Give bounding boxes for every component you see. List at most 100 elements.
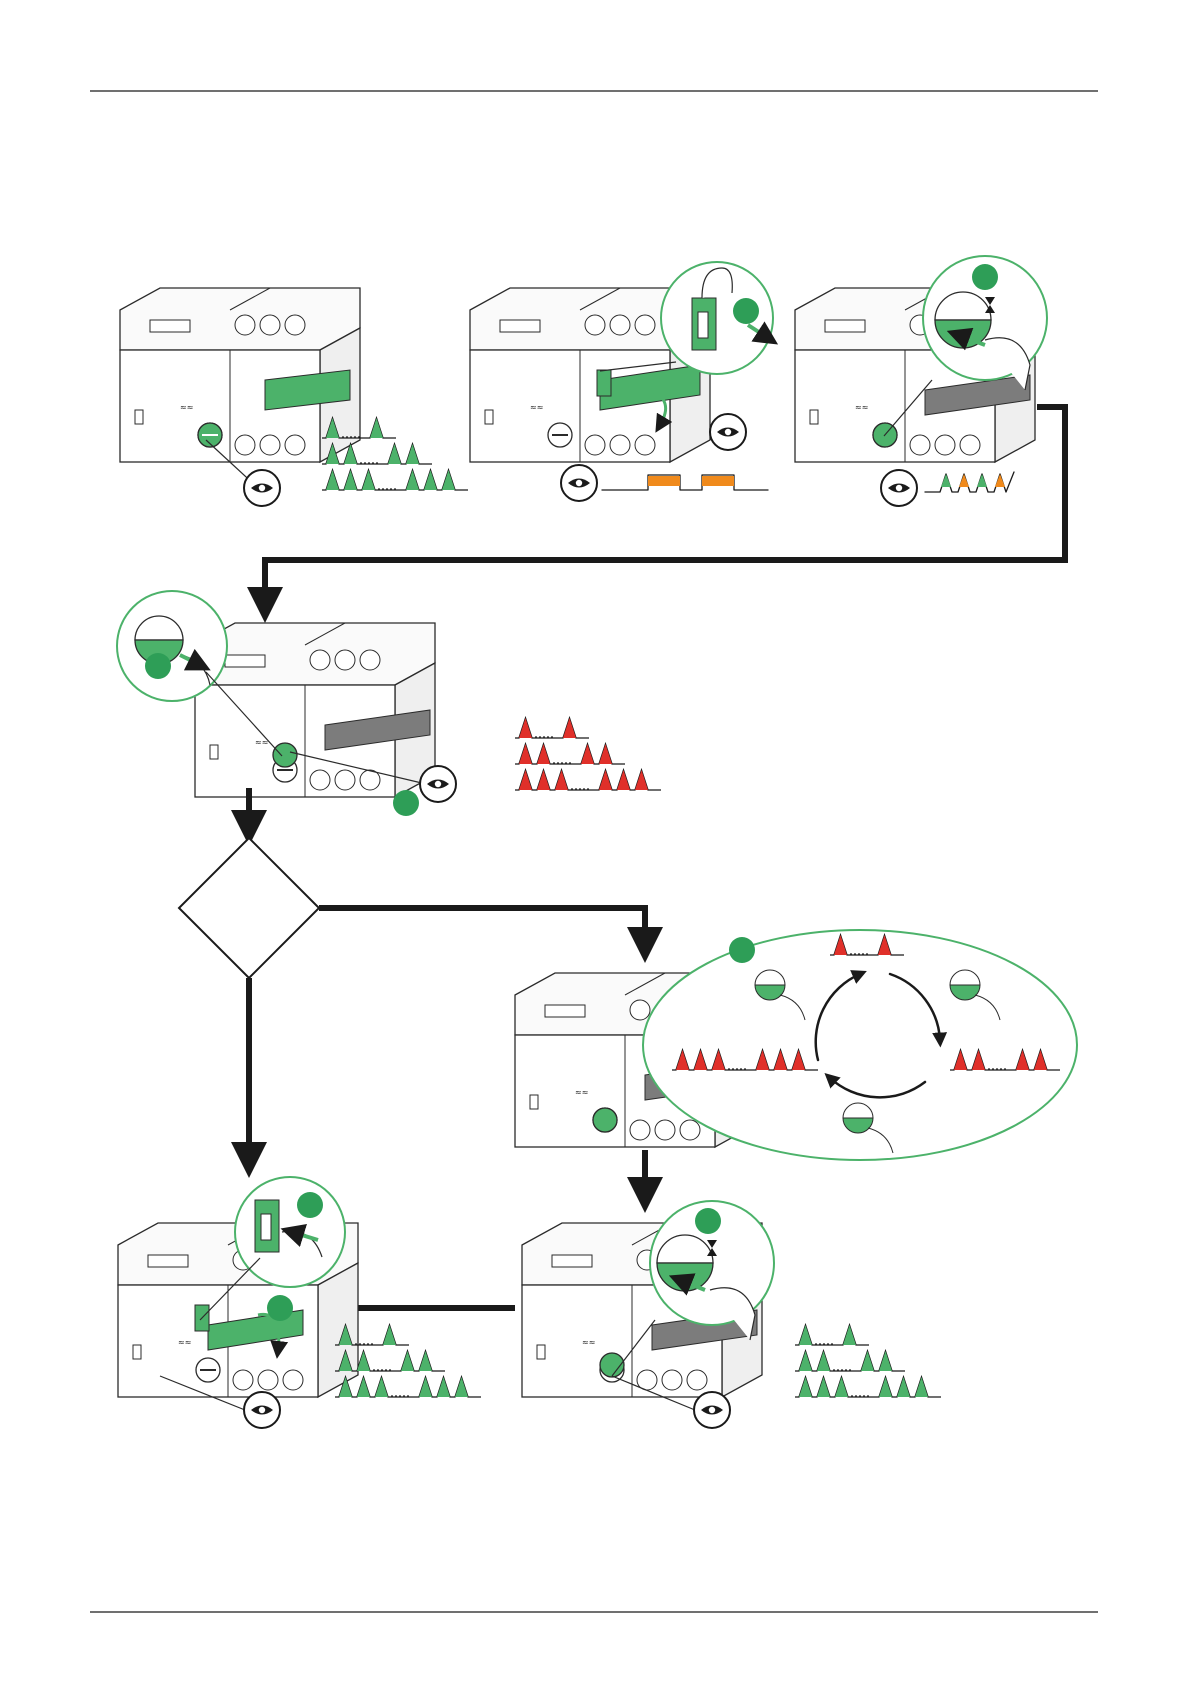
led-pulse	[897, 1377, 910, 1397]
eye-icon	[561, 465, 597, 501]
separator-dot	[841, 1369, 843, 1371]
separator-dot	[833, 1369, 835, 1371]
separator-dot	[819, 1343, 821, 1345]
separator-dot	[569, 762, 571, 764]
led-pulse	[563, 718, 576, 738]
separator-dot	[350, 436, 352, 438]
separator-dot	[867, 1395, 869, 1397]
led-pulse	[599, 770, 612, 790]
led-pulse	[817, 1377, 830, 1397]
led-pulse	[817, 1351, 830, 1371]
led-pulse	[799, 1377, 812, 1397]
separator-dot	[358, 436, 360, 438]
eye-icon	[694, 1392, 730, 1428]
led-pulse	[383, 1325, 396, 1345]
separator-dot	[850, 953, 852, 955]
led-pulse	[424, 470, 437, 490]
led-pulse	[915, 1377, 928, 1397]
separator-dot	[858, 953, 860, 955]
step-2-zoom-callout	[661, 262, 773, 374]
separator-dot	[551, 736, 553, 738]
separator-dot	[851, 1395, 853, 1397]
separator-dot	[368, 462, 370, 464]
step-2-square-wave	[602, 475, 768, 490]
separator-dot	[575, 788, 577, 790]
separator-dot	[557, 762, 559, 764]
separator-dot	[399, 1395, 401, 1397]
separator-dot	[547, 736, 549, 738]
led-pulse	[442, 470, 455, 490]
separator-dot	[385, 1369, 387, 1371]
separator-dot	[1000, 1068, 1002, 1070]
separator-dot	[587, 788, 589, 790]
led-pulse	[344, 470, 357, 490]
led-pulse	[879, 1377, 892, 1397]
led-pulse	[617, 770, 630, 790]
separator-dot	[377, 1369, 379, 1371]
separator-dot	[854, 953, 856, 955]
led-pulse	[406, 470, 419, 490]
separator-dot	[381, 1369, 383, 1371]
separator-dot	[583, 788, 585, 790]
separator-dot	[992, 1068, 994, 1070]
led-pulse	[437, 1377, 450, 1397]
separator-dot	[360, 462, 362, 464]
separator-dot	[862, 953, 864, 955]
flow-arrow-decision-right	[319, 908, 645, 945]
step-5-badge	[729, 937, 755, 963]
separator-dot	[539, 736, 541, 738]
separator-dot	[553, 762, 555, 764]
separator-dot	[535, 736, 537, 738]
separator-dot	[561, 762, 563, 764]
step-6-badge	[695, 1208, 721, 1234]
step-5-cycle-callout	[643, 930, 1077, 1160]
led-pulse	[370, 418, 383, 438]
led-pulse	[799, 1325, 812, 1345]
separator-dot	[378, 488, 380, 490]
step-4-zoom-callout	[117, 591, 227, 701]
separator-dot	[359, 1343, 361, 1345]
separator-dot	[543, 736, 545, 738]
separator-dot	[363, 1343, 365, 1345]
step-4-breaker	[195, 623, 435, 797]
separator-dot	[364, 462, 366, 464]
separator-dot	[372, 462, 374, 464]
separator-dot	[827, 1343, 829, 1345]
led-pulse	[519, 744, 532, 764]
led-pulse	[375, 1377, 388, 1397]
led-pulse	[835, 1377, 848, 1397]
separator-dot	[342, 436, 344, 438]
separator-dot	[740, 1068, 742, 1070]
led-pulse	[519, 718, 532, 738]
separator-dot	[845, 1369, 847, 1371]
led-pulse	[635, 770, 648, 790]
separator-dot	[389, 1369, 391, 1371]
step-4-result-badge	[393, 790, 419, 816]
led-pulse	[455, 1377, 468, 1397]
led-pulse	[537, 744, 550, 764]
separator-dot	[736, 1068, 738, 1070]
step-2-badge	[733, 298, 759, 324]
separator-dot	[855, 1395, 857, 1397]
led-pulse	[357, 1377, 370, 1397]
eye-icon	[420, 766, 456, 802]
led-pulse	[388, 444, 401, 464]
led-pulse	[537, 770, 550, 790]
led-pulse	[406, 444, 419, 464]
led-pulse	[326, 470, 339, 490]
separator-dot	[1004, 1068, 1006, 1070]
separator-dot	[386, 488, 388, 490]
led-pulse	[357, 1351, 370, 1371]
separator-dot	[394, 488, 396, 490]
separator-dot	[346, 436, 348, 438]
separator-dot	[996, 1068, 998, 1070]
separator-dot	[571, 788, 573, 790]
separator-dot	[395, 1395, 397, 1397]
led-pulse	[843, 1325, 856, 1345]
separator-dot	[565, 762, 567, 764]
separator-dot	[866, 953, 868, 955]
separator-dot	[373, 1369, 375, 1371]
step-7-badge	[297, 1192, 323, 1218]
step-3-badge	[972, 264, 998, 290]
